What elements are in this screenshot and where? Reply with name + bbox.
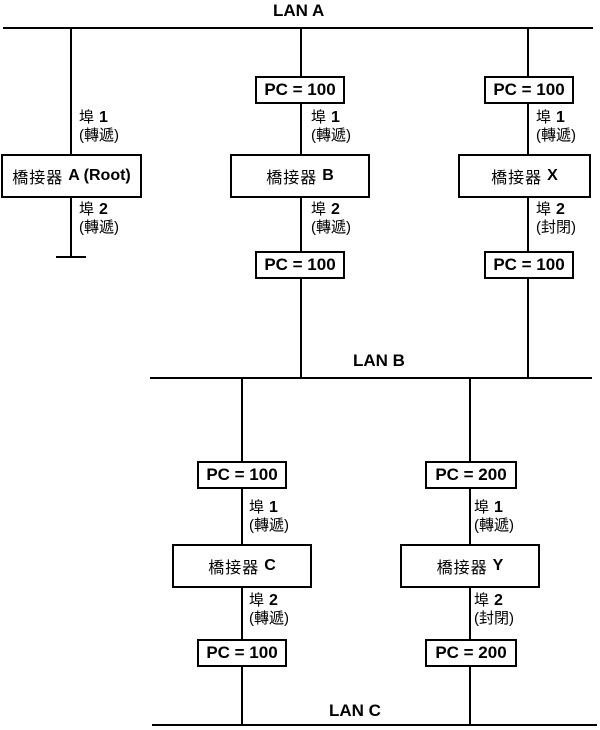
bridge-x-pc-bottom-box: PC = 100	[484, 251, 574, 279]
bridge-x-pc-top-box: PC = 100	[484, 76, 574, 104]
lan-c-label: LAN C	[329, 701, 381, 720]
bridge-y-pc-top-box: PC = 200	[425, 461, 517, 489]
bridge-c-pc-bottom-box: PC = 100	[197, 639, 287, 667]
bridge-x-drop-line	[527, 27, 529, 379]
bridge-a-drop-line	[70, 27, 72, 258]
lan-a-bus-line	[3, 27, 593, 29]
bridge-b-pc-bottom-box: PC = 100	[255, 251, 345, 279]
bridge-a-stub-terminator	[56, 256, 86, 258]
bridge-c-pc-top-box: PC = 100	[197, 461, 287, 489]
bridge-y-pc-bottom-box: PC = 200	[425, 639, 517, 667]
lan-b-label: LAN B	[353, 351, 405, 370]
bridge-b-pc-top-box: PC = 100	[255, 76, 345, 104]
lan-a-label: LAN A	[273, 1, 325, 20]
bridge-b-drop-line	[300, 27, 302, 379]
lan-b-bus-line	[150, 377, 592, 379]
lan-c-bus-line	[152, 724, 597, 726]
